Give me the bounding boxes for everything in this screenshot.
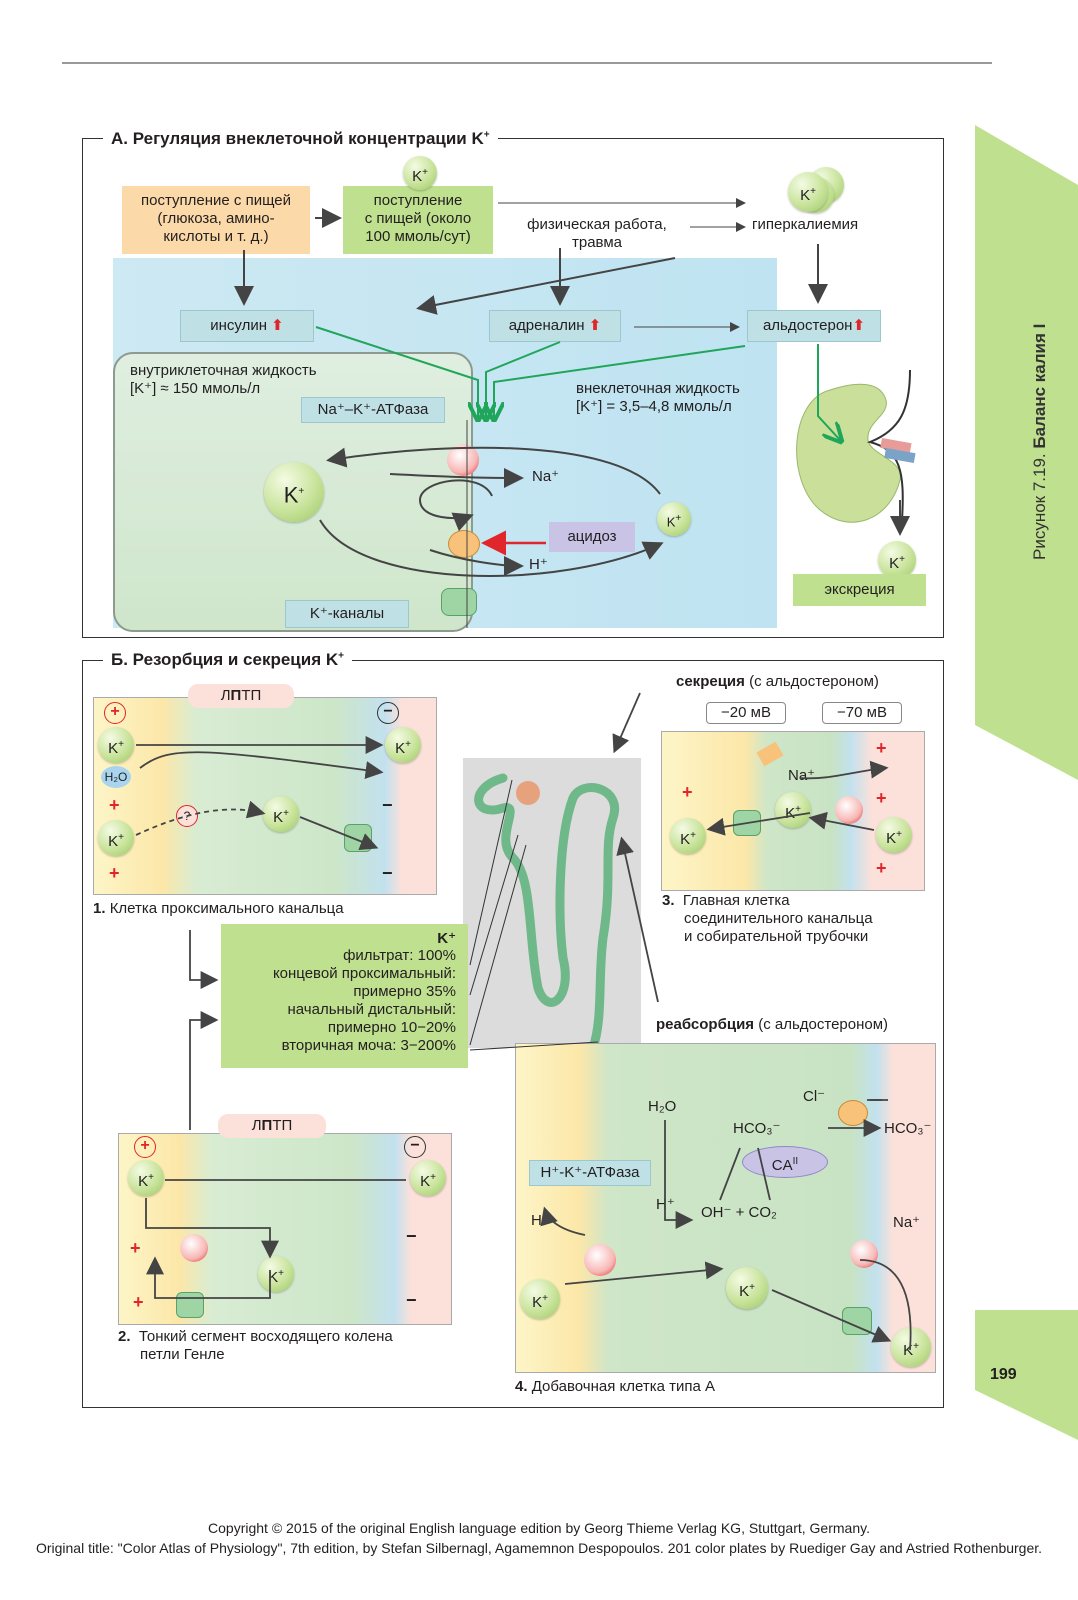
kidney-illustration [796, 369, 916, 523]
k-ion-icon: K+ [263, 796, 299, 832]
k-ion-icon: K+ [726, 1267, 768, 1309]
na-k-pump-icon [835, 796, 863, 824]
k-channels-tag: K⁺-каналы [285, 600, 409, 628]
copyright: Copyright © 2015 of the original English… [35, 1520, 1043, 1556]
mv-70-label: −70 мВ [822, 702, 902, 724]
h2o-icon: H₂O [101, 766, 131, 788]
k-ion-icon: K+ [520, 1279, 560, 1319]
top-rule [62, 62, 992, 64]
k-ion-icon: K+ [670, 818, 706, 854]
k-ion-icon: K+ [98, 820, 134, 856]
panel-a-arrows [234, 198, 910, 628]
exchanger-icon [448, 530, 480, 558]
cl-label: Cl⁻ [803, 1088, 826, 1105]
k-channel-icon [176, 1292, 204, 1318]
plus-sign: + [682, 782, 693, 802]
aldosterone-tag: альдостерон⬆ [747, 310, 881, 342]
na-k-pump-icon [180, 1234, 208, 1262]
h-k-pump-icon [584, 1244, 616, 1276]
minus-sign: − [382, 795, 393, 815]
h-k-atpase-tag: H⁺-K⁺-АТФаза [529, 1160, 651, 1186]
hco3-out-label: HCO₃⁻ [884, 1120, 932, 1137]
na-label: Na⁺ [788, 767, 816, 784]
side-tab [975, 125, 1078, 780]
k-ion-icon: K+ [876, 817, 912, 853]
table-lines: фильтрат: 100%концевой проксимальный:при… [272, 947, 456, 1054]
k-ion-icon: K+ [385, 727, 421, 763]
h2o-label: H₂O [648, 1098, 677, 1115]
page-tab [975, 1310, 1078, 1440]
cell-3-principal [661, 731, 925, 891]
page-number: 199 [990, 1366, 1017, 1383]
k-ion-icon: K+ [128, 1160, 164, 1196]
na-k-pump-icon [447, 444, 479, 476]
minus-sign: − [382, 863, 393, 883]
minus-sign: − [406, 1290, 417, 1310]
up-arrow-icon: ⬆ [271, 317, 284, 334]
acidosis-box: ацидоз [549, 522, 635, 552]
plus-sign: + [109, 795, 120, 815]
intake-food-box: поступление с пищей(глюкоза, амино-кисло… [122, 186, 310, 254]
cell-1-proximal [93, 697, 437, 895]
lptp-tag: ЛПТП [218, 1114, 326, 1138]
plus-icon: + [134, 1136, 156, 1158]
plus-icon: + [104, 702, 126, 724]
plus-sign: + [130, 1238, 141, 1258]
minus-icon: − [404, 1136, 426, 1158]
secretion-label: секреция (с альдостероном) [676, 673, 879, 690]
k-ion-icon: K+ [775, 792, 811, 828]
k-ion-icon: K+ [258, 1256, 294, 1292]
na-k-pump-icon [850, 1240, 878, 1268]
nephron-illustration [474, 773, 620, 1053]
lptp-tag: ЛПТП [188, 684, 294, 708]
k-ion-icon: K+ [657, 502, 691, 536]
na-label: Na⁺ [532, 468, 560, 485]
k-ion-icon: K+ [403, 156, 437, 190]
k-channel-icon [441, 588, 477, 616]
cell-4-caption: 4. Добавочная клетка типа А [515, 1378, 715, 1395]
cell-1-caption: 1. Клетка проксимального канальца [93, 900, 344, 917]
carbonic-anhydrase-icon: CAII [742, 1146, 828, 1178]
extracellular-label: внеклеточная жидкость[K⁺] = 3,5–4,8 ммол… [576, 380, 740, 415]
plus-sign: + [876, 788, 887, 808]
na-k-atpase-tag: Na⁺–K⁺-АТФаза [301, 397, 445, 423]
plus-sign: + [876, 858, 887, 878]
panel-a-title: А. Регуляция внеклеточной концентрации K… [103, 129, 498, 149]
excretion-box: экскреция [793, 574, 926, 606]
plus-sign: + [109, 863, 120, 883]
cell-2-loop [118, 1133, 452, 1325]
mv-20-label: −20 мВ [706, 702, 786, 724]
k-percent-table: K⁺ фильтрат: 100%концевой проксимальный:… [221, 924, 468, 1068]
hco3-label: HCO₃⁻ [733, 1120, 781, 1137]
adrenaline-tag: адреналин ⬆ [489, 310, 621, 342]
up-arrow-icon: ⬆ [852, 317, 866, 334]
k-ion-icon: K+ [788, 172, 828, 212]
na-out-label: Na⁺ [893, 1214, 921, 1231]
panel-b-arrows [135, 692, 912, 1351]
reabsorption-label: реабсорбция (с альдостероном) [656, 1016, 889, 1033]
k-ion-icon: K+ [410, 1160, 446, 1196]
panel-b-title: Б. Резорбция и секреция K+ [103, 650, 352, 670]
k-ion-large-icon: K+ [264, 462, 324, 522]
h-label: H⁺ [529, 556, 548, 573]
oh-co2-label: OH⁻ + CO₂ [701, 1204, 777, 1221]
insulin-tag: инсулин ⬆ [180, 310, 314, 342]
minus-icon: − [377, 702, 399, 724]
physical-work-label: физическая работа,травма [527, 216, 667, 251]
minus-sign: − [406, 1226, 417, 1246]
k-ion-icon: K+ [98, 727, 134, 763]
exchanger-icon [838, 1100, 868, 1126]
intracellular-label: внутриклеточная жидкость[K⁺] ≈ 150 ммоль… [130, 362, 317, 397]
table-title: K⁺ [437, 930, 456, 947]
hyperkalemia-label: гиперкалиемия [752, 216, 859, 233]
up-arrow-icon: ⬆ [588, 317, 602, 334]
plus-sign: + [876, 738, 887, 758]
k-ion-icon: K+ [878, 541, 916, 579]
plus-sign: + [133, 1292, 144, 1312]
